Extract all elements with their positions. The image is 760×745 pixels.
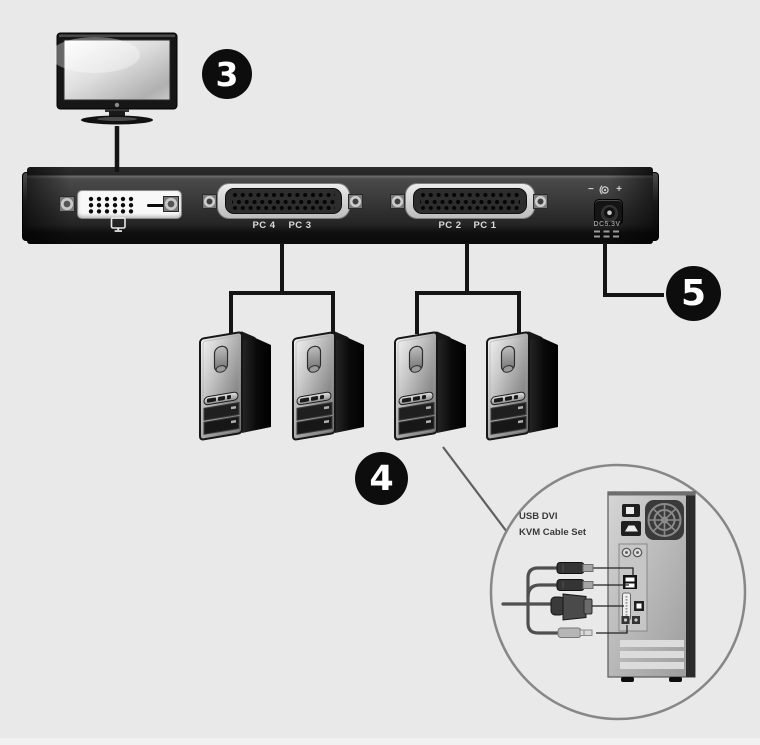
rear-vent-slot xyxy=(620,640,684,647)
callout-caption-line1: USB DVI xyxy=(519,511,558,522)
pc2-pc1-port xyxy=(405,183,535,219)
step-badge-3: 3 xyxy=(202,49,252,99)
pc43-screw-right xyxy=(348,194,363,209)
pc1-label: PC 1 xyxy=(473,220,497,231)
page-bottom-strip xyxy=(0,738,760,745)
kvm-switch-rear-panel xyxy=(22,167,659,244)
pc4-label: PC 4 xyxy=(252,220,276,231)
dvi-blade-slot xyxy=(147,203,169,207)
kvm-body xyxy=(27,167,653,244)
dvi-screw-right xyxy=(163,196,179,212)
fan-icon xyxy=(645,500,684,540)
rear-vent-slot xyxy=(620,662,684,669)
center-positive-icon xyxy=(599,185,609,195)
power-leader-line xyxy=(603,243,664,297)
dvi-screw-left xyxy=(59,196,75,212)
console-monitor xyxy=(55,32,178,125)
dc-power-jack xyxy=(594,199,623,225)
pc3-label: PC 3 xyxy=(288,220,312,231)
callout-leader-line xyxy=(442,446,508,533)
monitor-icon xyxy=(110,217,126,232)
pc43-screw-left xyxy=(202,194,217,209)
pc21-screw-right xyxy=(533,194,548,209)
callout-caption-line2: KVM Cable Set xyxy=(519,527,587,538)
pc2-label: PC 2 xyxy=(438,220,462,231)
step-badge-5: 5 xyxy=(666,266,721,321)
kvm-cable-set xyxy=(501,562,634,638)
branch-line-pc21 xyxy=(415,243,521,334)
polarity-minus: − xyxy=(588,184,594,195)
dvi-connector xyxy=(550,593,593,621)
pc43-pin-field xyxy=(225,188,342,214)
polarity-plus: + xyxy=(616,184,622,195)
dc-symbol-icon xyxy=(594,230,619,238)
dc-jack-ring xyxy=(601,204,618,222)
rear-vent-slot xyxy=(620,651,684,658)
branch-line-pc43 xyxy=(229,243,335,334)
usb-connector-2 xyxy=(556,579,594,591)
step-badge-4: 4 xyxy=(355,452,408,505)
dc-voltage-label: DC5.3V xyxy=(593,221,621,228)
usb-connector-1 xyxy=(556,562,594,574)
dvi-pin-grid xyxy=(88,196,136,214)
dc-polarity-icon: − + xyxy=(588,184,622,196)
pc21-pin-field xyxy=(413,188,527,214)
pc21-screw-left xyxy=(390,194,405,209)
monitor-logo-dot xyxy=(114,102,120,108)
audio-connector xyxy=(557,627,593,638)
